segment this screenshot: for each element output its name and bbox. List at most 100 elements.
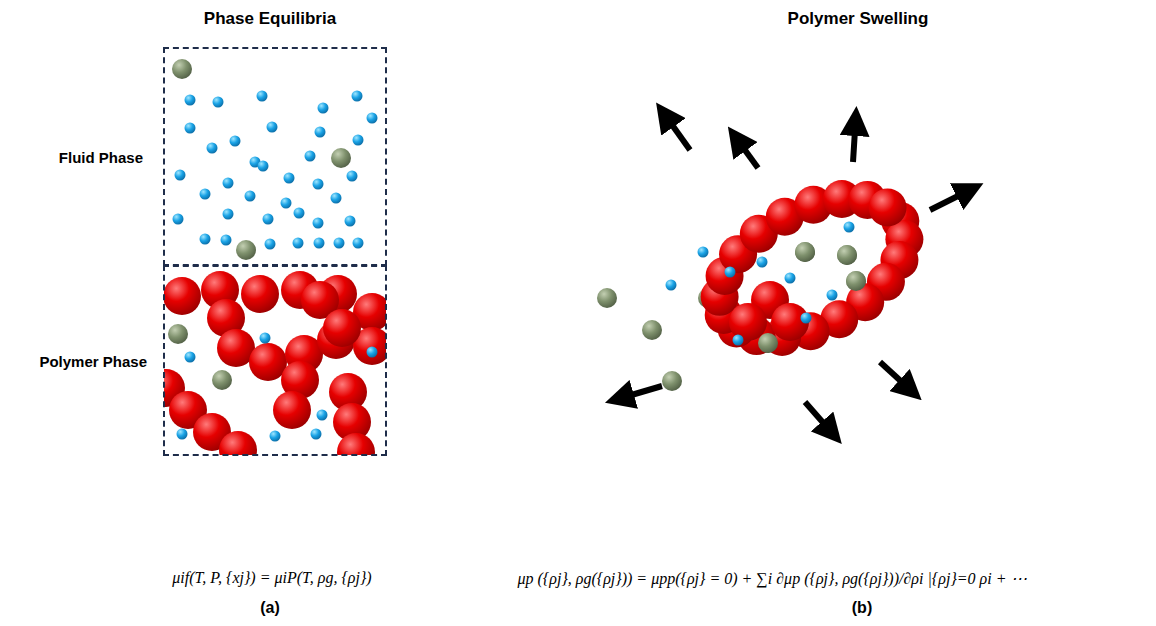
- solvent-molecule: [207, 143, 218, 154]
- solvent-molecule: [260, 333, 271, 344]
- gas-molecule: [331, 148, 351, 168]
- polymer-segment: [219, 431, 257, 455]
- gas-molecule: [758, 333, 778, 353]
- solvent-molecule: [245, 191, 256, 202]
- gas-molecule: [758, 333, 778, 353]
- solvent-molecule: [353, 135, 364, 146]
- solvent-molecule: [185, 95, 196, 106]
- solvent-molecule: [314, 238, 325, 249]
- solvent-molecule: [315, 127, 326, 138]
- solvent-molecule: [345, 216, 356, 227]
- solvent-molecule: [267, 122, 278, 133]
- fluid-particles: [172, 59, 378, 260]
- expansion-arrow: [670, 122, 690, 150]
- solvent-molecule: [223, 178, 234, 189]
- solvent-molecule: [311, 429, 322, 440]
- gas-molecule: [236, 240, 256, 260]
- polymer-phase-particles: [164, 271, 386, 455]
- gas-molecule: [837, 245, 857, 265]
- solvent-molecule: [801, 313, 812, 324]
- solvent-molecule: [230, 136, 241, 147]
- solvent-molecule: [281, 198, 292, 209]
- gas-molecule: [168, 324, 188, 344]
- gas-molecule: [172, 59, 192, 79]
- fluid-phase-box: Fluid Phase: [163, 47, 387, 266]
- expansion-arrow: [742, 146, 758, 168]
- polymer-segment: [249, 343, 287, 381]
- solvent-molecule: [331, 193, 342, 204]
- solvent-molecule: [185, 352, 196, 363]
- swelling-particles: [597, 180, 923, 391]
- solvent-molecule: [698, 247, 709, 258]
- gas-molecule: [662, 371, 682, 391]
- solvent-molecule: [353, 238, 364, 249]
- expansion-arrow: [880, 362, 904, 384]
- solvent-molecule: [367, 347, 378, 358]
- solvent-molecule: [757, 257, 768, 268]
- solvent-molecule: [265, 239, 276, 250]
- panel-tag: (a): [260, 599, 280, 617]
- solvent-molecule: [221, 235, 232, 246]
- solvent-molecule: [844, 222, 855, 233]
- solvent-molecule: [725, 267, 736, 278]
- solvent-molecule: [257, 91, 268, 102]
- solvent-molecule: [313, 218, 324, 229]
- solvent-molecule: [213, 97, 224, 108]
- solvent-molecule: [367, 113, 378, 124]
- equation: μif(T, P, {xj}) = μiP(T, ρg, {ρj}): [172, 569, 371, 587]
- solvent-molecule: [175, 170, 186, 181]
- polymer-segment: [323, 309, 361, 347]
- solvent-molecule: [270, 431, 281, 442]
- solvent-molecule: [318, 103, 329, 114]
- phase-label: Fluid Phase: [59, 148, 143, 165]
- solvent-molecule: [317, 410, 328, 421]
- gas-molecule: [846, 271, 866, 291]
- solvent-molecule: [293, 238, 304, 249]
- solvent-molecule: [200, 234, 211, 245]
- solvent-molecule: [733, 335, 744, 346]
- expansion-arrow: [805, 402, 826, 426]
- gas-molecule: [212, 370, 232, 390]
- solvent-molecule: [785, 273, 796, 284]
- solvent-molecule: [263, 214, 274, 225]
- solvent-molecule: [185, 123, 196, 134]
- panel-title: Phase Equilibria: [204, 9, 336, 29]
- solvent-molecule: [313, 179, 324, 190]
- solvent-molecule: [827, 290, 838, 301]
- expansion-arrow: [853, 130, 855, 162]
- expansion-arrow: [628, 386, 662, 396]
- solvent-molecule: [284, 173, 295, 184]
- polymer-segment: [337, 433, 375, 455]
- solvent-molecule: [347, 171, 358, 182]
- solvent-molecule: [294, 208, 305, 219]
- polymer-segment: [273, 391, 311, 429]
- polymer-segment: [164, 277, 201, 315]
- gas-molecule: [837, 245, 857, 265]
- panel-title: Polymer Swelling: [788, 9, 929, 29]
- swelling-arrows: [628, 122, 962, 426]
- polymer-segment: [729, 303, 767, 341]
- gas-molecule: [642, 320, 662, 340]
- solvent-molecule: [200, 189, 211, 200]
- solvent-molecule: [305, 151, 316, 162]
- solvent-molecule: [173, 214, 184, 225]
- expansion-arrow: [930, 194, 962, 210]
- polymer-phase-box: Polymer Phase: [163, 265, 387, 456]
- equation: μp ({ρj}, ρg({ρj})) = μpp({ρj} = 0) + ∑i…: [517, 569, 1026, 588]
- solvent-molecule: [258, 161, 269, 172]
- gas-molecule: [795, 242, 815, 262]
- solvent-molecule: [177, 429, 188, 440]
- solvent-molecule: [666, 280, 677, 291]
- polymer-segment: [869, 189, 907, 227]
- gas-molecule: [597, 288, 617, 308]
- gas-molecule: [795, 242, 815, 262]
- gas-molecule: [846, 271, 866, 291]
- solvent-molecule: [223, 209, 234, 220]
- polymer-segment: [241, 275, 279, 313]
- solvent-molecule: [334, 238, 345, 249]
- panel-tag: (b): [852, 599, 872, 617]
- phase-label: Polymer Phase: [39, 352, 147, 369]
